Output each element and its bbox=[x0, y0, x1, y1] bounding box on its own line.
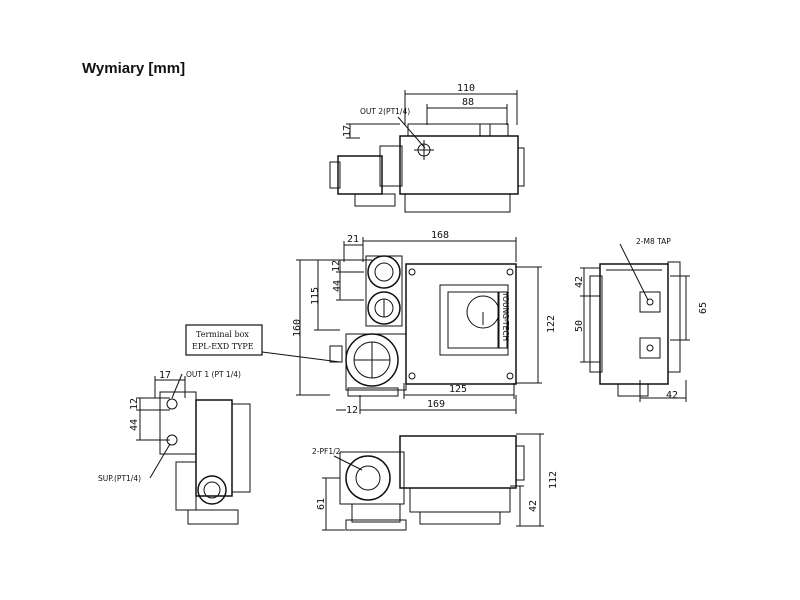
top-view bbox=[329, 90, 525, 213]
label-pf12: 2-PF1/2 bbox=[312, 447, 341, 456]
dim-front-168: 168 bbox=[431, 230, 449, 241]
label-out1: OUT 1 (PT 1/4) bbox=[186, 370, 241, 379]
front-view bbox=[185, 237, 542, 414]
dim-front-44: 44 bbox=[332, 280, 343, 292]
dim-front-169: 169 bbox=[427, 399, 445, 410]
nameplate-text: YOUNG-TECH bbox=[501, 291, 510, 341]
label-sup: SUP.(PT1/4) bbox=[98, 474, 141, 483]
callout-line1: Terminal box bbox=[196, 330, 249, 339]
dim-right-42: 42 bbox=[574, 276, 585, 288]
dim-front-12b: 12 bbox=[346, 405, 358, 416]
callout-line2: EPL-EXD TYPE bbox=[192, 342, 254, 351]
dim-top-17: 17 bbox=[342, 125, 353, 137]
dim-front-122: 122 bbox=[546, 315, 557, 333]
dim-front-125: 125 bbox=[449, 384, 467, 395]
dim-front-12: 12 bbox=[331, 260, 342, 272]
dim-left-44: 44 bbox=[129, 419, 140, 431]
dim-right-42b: 42 bbox=[666, 390, 678, 401]
dim-front-115: 115 bbox=[310, 287, 321, 305]
dim-front-160: 160 bbox=[292, 319, 303, 337]
label-out2: OUT 2(PT1/4) bbox=[360, 107, 410, 116]
dim-left-17: 17 bbox=[159, 370, 171, 381]
label-m8-tap: 2-M8 TAP bbox=[636, 237, 671, 246]
dim-bottom-112: 112 bbox=[548, 471, 559, 489]
bottom-view bbox=[322, 433, 544, 531]
right-view bbox=[580, 243, 690, 402]
dim-front-21: 21 bbox=[347, 234, 359, 245]
dim-bottom-61: 61 bbox=[316, 498, 327, 510]
dim-right-50: 50 bbox=[574, 320, 585, 332]
dim-top-110: 110 bbox=[457, 83, 475, 94]
dim-top-88: 88 bbox=[462, 97, 474, 108]
page-title: Wymiary [mm] bbox=[82, 60, 186, 77]
dim-right-65: 65 bbox=[698, 302, 709, 314]
dim-bottom-42: 42 bbox=[528, 500, 539, 512]
dim-left-12: 12 bbox=[129, 398, 140, 410]
left-view bbox=[136, 373, 251, 525]
